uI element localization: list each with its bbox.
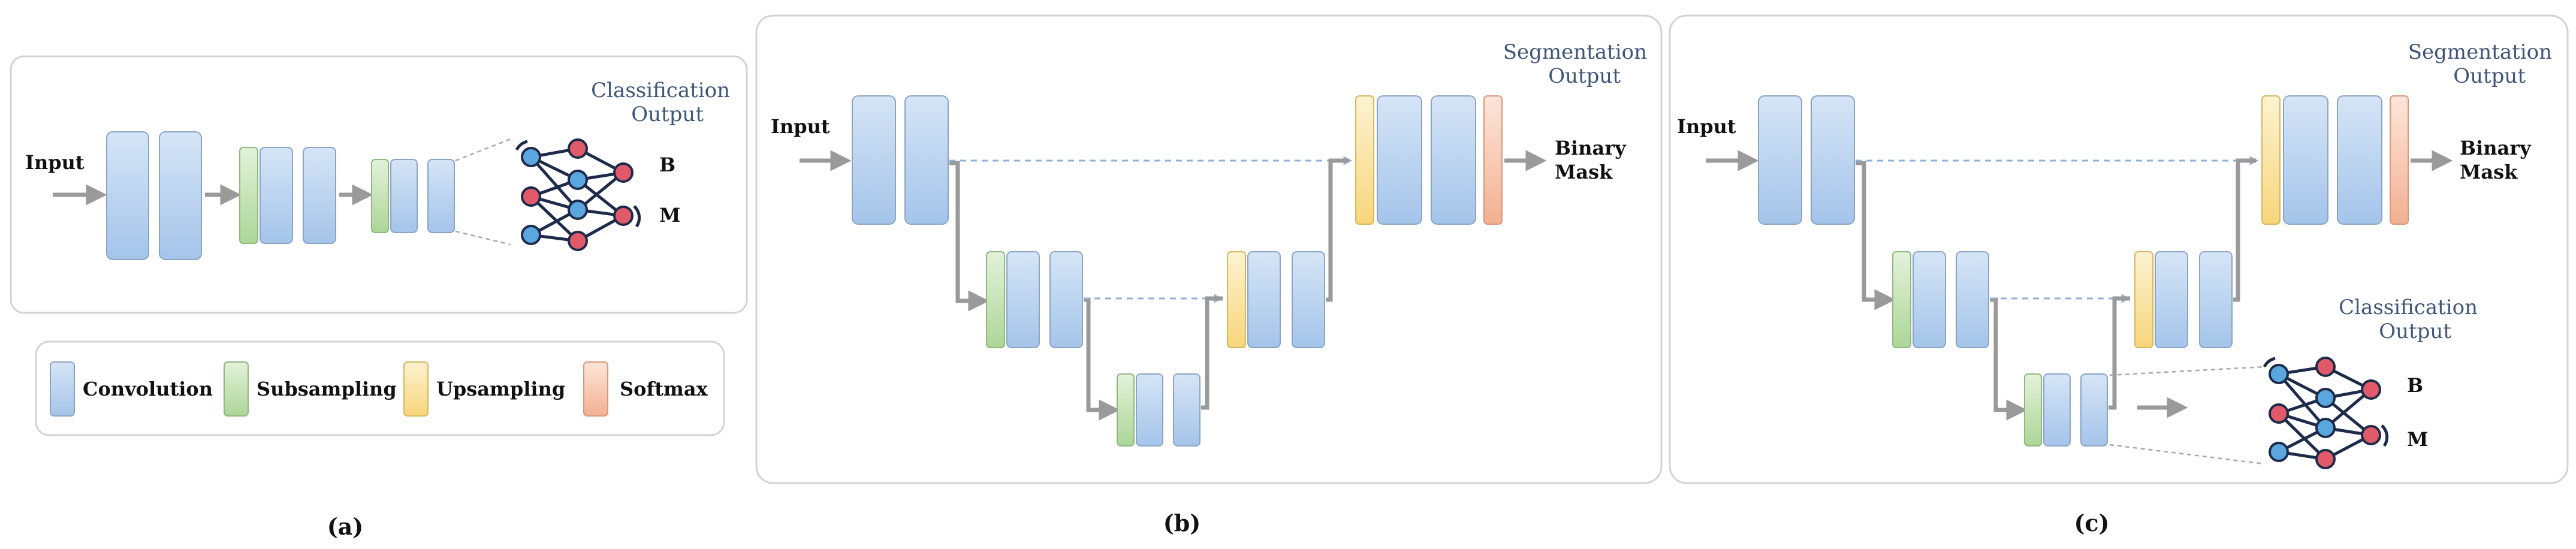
conv-block	[260, 147, 293, 244]
legend-swatch-convolution	[50, 361, 75, 417]
class-label-b: B	[659, 153, 675, 176]
class-label-m: M	[659, 204, 680, 227]
upsampling-block	[1227, 251, 1246, 348]
conv-block	[1377, 95, 1422, 225]
upsampling-block	[2134, 251, 2153, 348]
conv-block	[2199, 251, 2233, 348]
binary-mask-label: Binary	[2460, 137, 2532, 159]
panel-b-output-title-2: Output	[1548, 64, 1621, 88]
up-path	[2109, 296, 2130, 410]
neural-network-icon	[515, 138, 641, 251]
legend-label-upsampling: Upsampling	[436, 378, 565, 400]
upsampling-block	[2261, 95, 2281, 225]
conv-block	[1247, 251, 1281, 348]
connector-dashed	[2109, 444, 2265, 465]
conv-block	[303, 147, 336, 244]
panel-b-frame	[755, 14, 1663, 484]
legend-swatch-upsampling	[403, 361, 429, 417]
binary-mask-label-2: Mask	[1555, 161, 1613, 183]
down-path	[949, 161, 990, 312]
panel-c-cls-title: Classification	[2339, 295, 2478, 319]
conv-block	[2043, 373, 2071, 447]
down-path	[1856, 161, 1896, 310]
binary-mask-label-2: Mask	[2460, 161, 2518, 183]
up-path	[1326, 158, 1349, 302]
legend-item-softmax: Softmax	[583, 361, 708, 417]
panel-b: Segmentation Output Input Binar	[755, 14, 1663, 484]
conv-block	[2155, 251, 2188, 348]
panel-b-output-title: Segmentation	[1503, 40, 1647, 64]
connector-dashed	[2109, 366, 2265, 376]
upsampling-block	[1355, 95, 1374, 225]
conv-block	[1173, 373, 1200, 447]
softmax-block	[1483, 95, 1503, 225]
legend-frame	[35, 340, 725, 436]
subsampling-block	[1117, 373, 1135, 447]
panel-a-input-label: Input	[25, 151, 85, 174]
panel-c-seg-title-2: Output	[2453, 64, 2526, 88]
panel-b-input-label: Input	[771, 115, 830, 138]
neural-network-icon	[2263, 357, 2389, 469]
connector-dashed	[455, 230, 511, 246]
subsampling-block	[986, 251, 1005, 348]
subsampling-block	[239, 147, 258, 244]
legend-label-softmax: Softmax	[620, 378, 708, 400]
panel-c: Segmentation Output Input	[1669, 14, 2569, 484]
class-label-b: B	[2407, 374, 2423, 397]
subsampling-block	[1892, 251, 1911, 348]
conv-block	[1431, 95, 1476, 225]
legend-item-upsampling: Upsampling	[403, 361, 565, 417]
conv-block	[2080, 373, 2108, 447]
panel-a-output-title: Classification	[591, 79, 730, 102]
class-label-m: M	[2407, 428, 2428, 451]
caption-a: (a)	[327, 513, 364, 540]
panel-c-input-label: Input	[1677, 115, 1736, 138]
up-path	[2233, 158, 2256, 302]
conv-block	[904, 95, 949, 225]
legend-swatch-subsampling	[224, 361, 249, 417]
panel-c-seg-title: Segmentation	[2408, 40, 2552, 64]
conv-block	[159, 131, 202, 260]
binary-mask-label: Binary	[1555, 137, 1627, 159]
legend-label-convolution: Convolution	[83, 378, 213, 400]
connector-dashed	[455, 138, 511, 162]
legend: Convolution Subsampling Upsampling Softm…	[35, 340, 725, 436]
down-path	[1084, 297, 1120, 421]
down-path	[1990, 297, 2028, 421]
conv-block	[1292, 251, 1325, 348]
conv-block	[1913, 251, 1946, 348]
conv-block	[1136, 373, 1163, 447]
conv-block	[1758, 95, 1802, 225]
caption-c: (c)	[2074, 509, 2109, 536]
caption-b: (b)	[1163, 509, 1201, 536]
subsampling-block	[2024, 373, 2042, 447]
conv-block	[2337, 95, 2382, 225]
softmax-block	[2390, 95, 2409, 225]
conv-block	[106, 131, 149, 260]
conv-block	[1006, 251, 1040, 348]
conv-block	[390, 159, 418, 233]
legend-label-subsampling: Subsampling	[257, 378, 397, 400]
panel-c-frame	[1669, 14, 2569, 484]
subsampling-block	[371, 159, 389, 233]
conv-block	[1049, 251, 1083, 348]
legend-item-convolution: Convolution	[50, 361, 213, 417]
conv-block	[1811, 95, 1855, 225]
legend-swatch-softmax	[583, 361, 608, 417]
conv-block	[1956, 251, 1989, 348]
panel-a-output-title-2: Output	[631, 102, 704, 126]
conv-block	[427, 159, 455, 233]
panel-c-cls-title-2: Output	[2379, 319, 2451, 343]
legend-item-subsampling: Subsampling	[224, 361, 397, 417]
conv-block	[2283, 95, 2328, 225]
conv-block	[852, 95, 896, 225]
up-path	[1201, 296, 1223, 410]
panel-a: Input Classification Output	[10, 55, 748, 314]
